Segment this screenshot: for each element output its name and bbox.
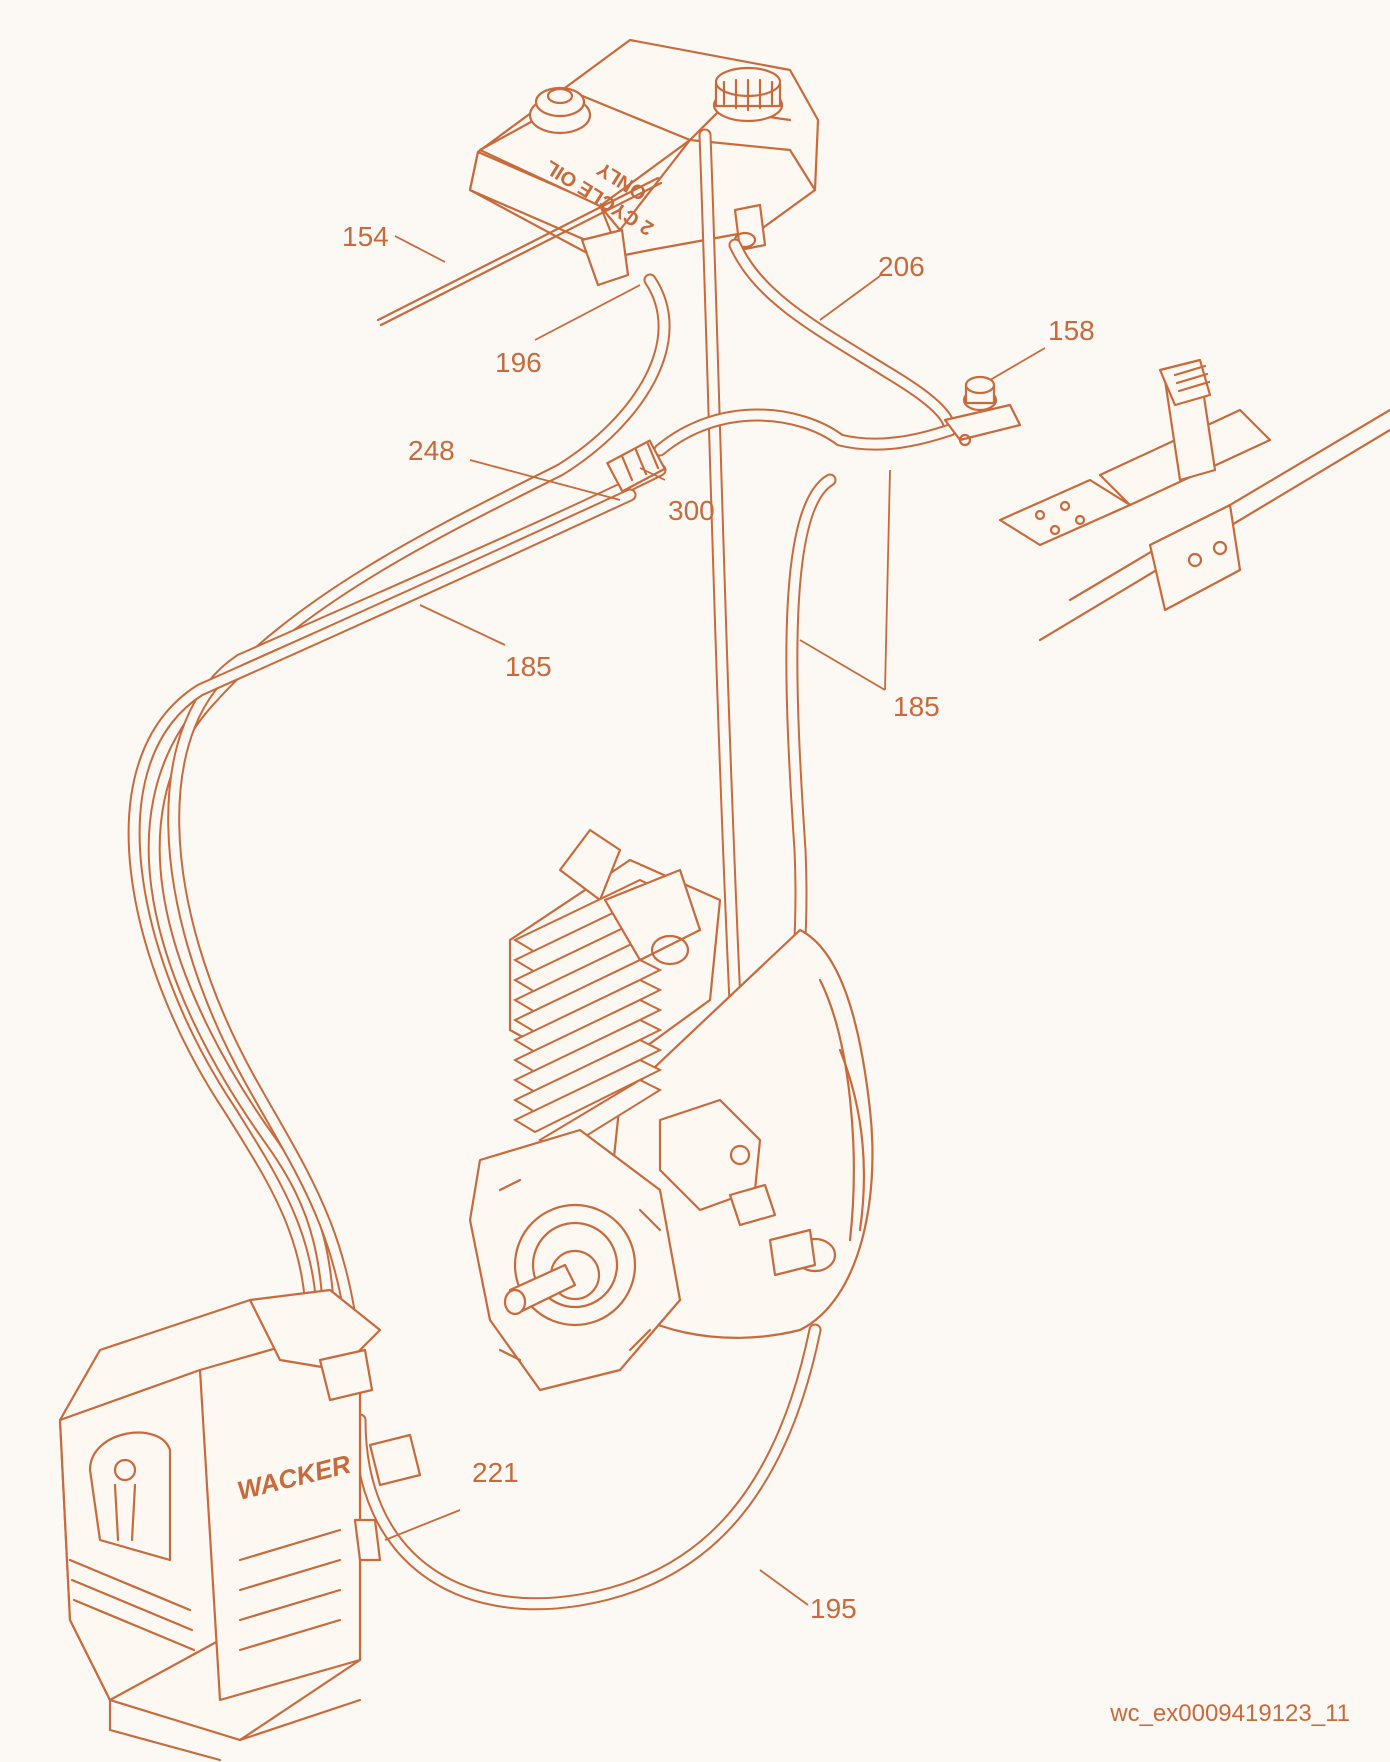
engine — [468, 828, 874, 1392]
callout-numbers: 154 196 206 158 248 300 185 185 221 195 — [342, 221, 1095, 1624]
callout-300: 300 — [668, 495, 715, 526]
callout-206: 206 — [878, 251, 925, 282]
callout-154: 154 — [342, 221, 389, 252]
fuel-tank-housing: WACKER — [58, 1288, 422, 1762]
throttle-bracket — [943, 358, 1390, 642]
callout-196: 196 — [495, 347, 542, 378]
callout-221: 221 — [472, 1457, 519, 1488]
callout-185-left: 185 — [505, 651, 552, 682]
reference-code: wc_ex0009419123_11 — [1110, 1700, 1350, 1727]
leader-lines — [384, 235, 1046, 1606]
callout-195: 195 — [810, 1593, 857, 1624]
oil-tank: 2 CYCLE OIL ONLY — [468, 38, 820, 287]
callout-248: 248 — [408, 435, 455, 466]
hoses — [127, 128, 957, 1611]
small-cap — [528, 86, 592, 135]
connector-300 — [606, 439, 666, 493]
fuel-cap — [712, 66, 784, 123]
dipstick-154 — [376, 176, 663, 327]
callout-158: 158 — [1048, 315, 1095, 346]
callout-185-right: 185 — [893, 691, 940, 722]
